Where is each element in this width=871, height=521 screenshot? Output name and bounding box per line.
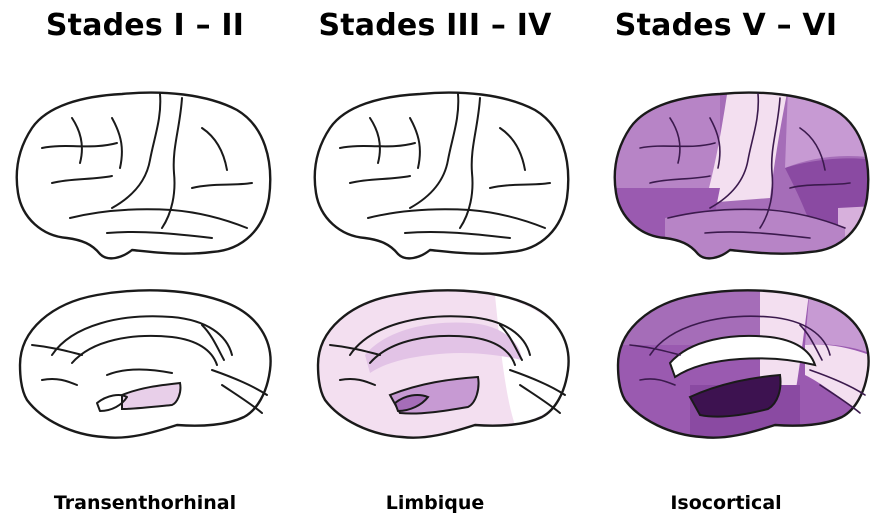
brain-medial-stage-1 <box>12 285 277 445</box>
stage-label-3: Isocortical <box>581 492 871 514</box>
stage-title-2: Stades III – IV <box>290 8 580 43</box>
stage-label-1: Transenthorhinal <box>0 492 290 514</box>
brain-lateral-stage-2 <box>310 88 575 263</box>
stage-title-1: Stades I – II <box>0 8 290 43</box>
brain-lateral-stage-3 <box>610 88 871 263</box>
brain-medial-stage-3 <box>610 285 871 445</box>
brain-medial-stage-2 <box>310 285 575 445</box>
brain-lateral-stage-1 <box>12 88 277 263</box>
stage-label-2: Limbique <box>290 492 580 514</box>
stage-title-3: Stades V – VI <box>581 8 871 43</box>
